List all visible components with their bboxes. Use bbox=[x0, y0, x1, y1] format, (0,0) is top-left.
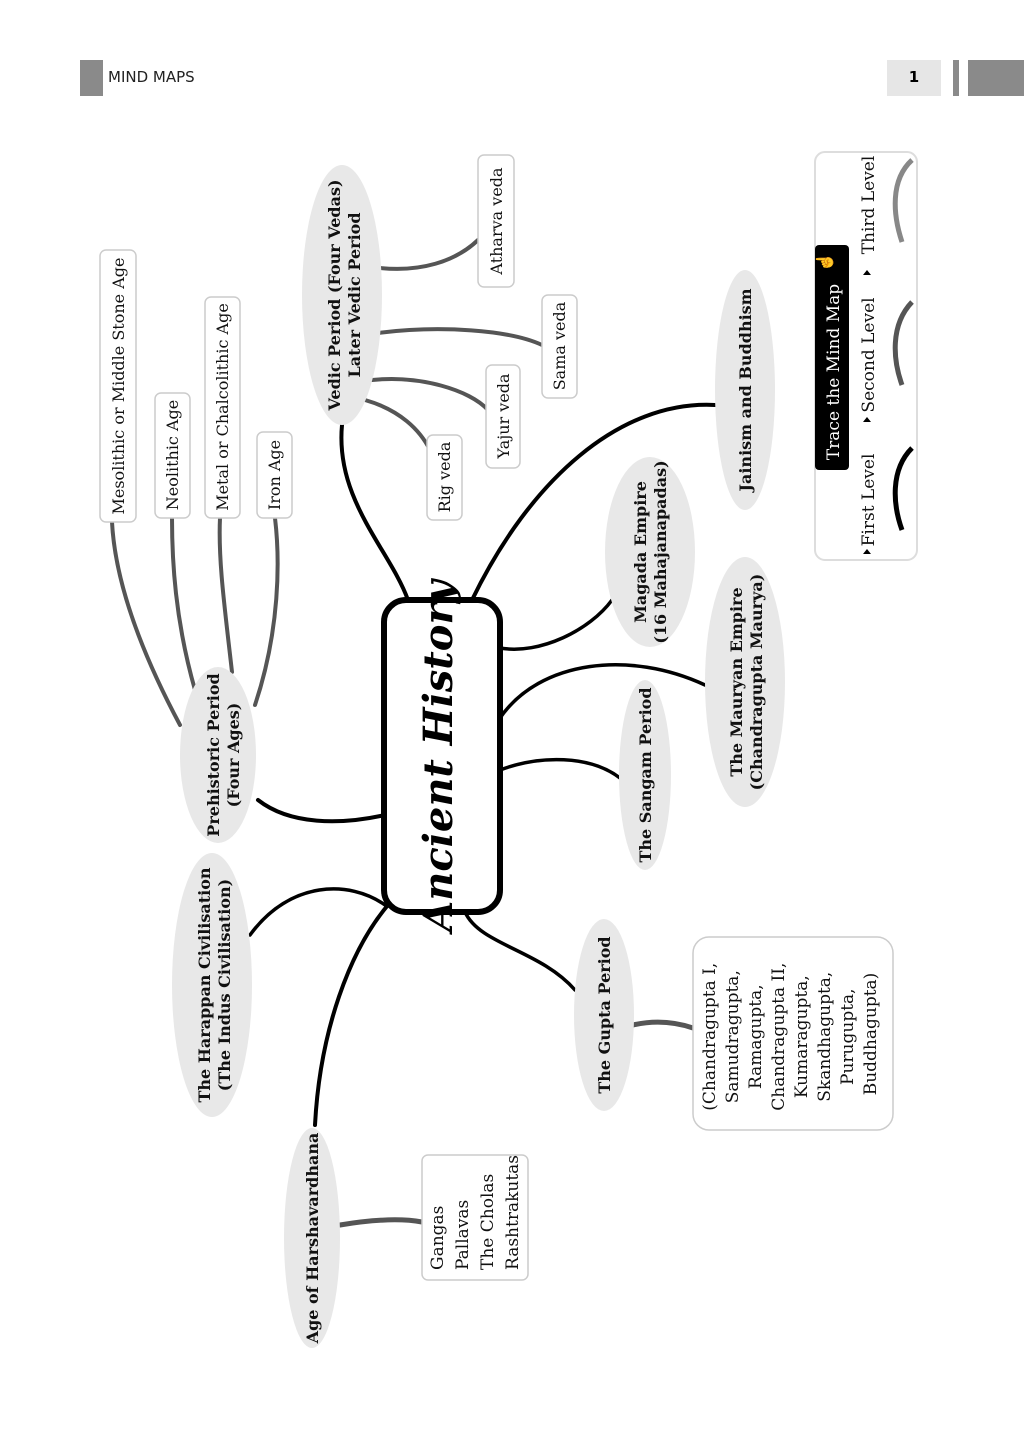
page-number-box bbox=[887, 60, 941, 96]
svg-text:Neolithic Age: Neolithic Age bbox=[163, 400, 182, 511]
branch-harshavardhana: Age of Harshavardhana bbox=[284, 1128, 340, 1348]
leaf-sama-veda: Sama veda bbox=[541, 294, 578, 399]
pointing-hand-icon: ☝ bbox=[815, 252, 834, 272]
svg-text:Age of Harshavardhana: Age of Harshavardhana bbox=[303, 1133, 322, 1345]
svg-text:The Mauryan Empire(Chandragupt: The Mauryan Empire(Chandragupta Maurya) bbox=[727, 574, 766, 791]
svg-text:Iron Age: Iron Age bbox=[265, 440, 284, 510]
leaf-atharva-veda: Atharva veda bbox=[477, 154, 515, 288]
svg-text:The Harappan Civilisation(The: The Harappan Civilisation(The Indus Civi… bbox=[195, 867, 234, 1102]
svg-text:Yajur veda: Yajur veda bbox=[494, 373, 513, 460]
legend-third-level-swatch bbox=[892, 158, 914, 243]
svg-text:Mesolithic or Middle Stone Age: Mesolithic or Middle Stone Age bbox=[109, 258, 128, 515]
legend: Trace the Mind Map ☝ First Level Second … bbox=[814, 151, 918, 561]
svg-text:Jainism and Buddhism: Jainism and Buddhism bbox=[736, 288, 755, 493]
legend-first-level-swatch bbox=[892, 446, 914, 531]
legend-second-level: Second Level bbox=[859, 297, 879, 412]
svg-text:The Sangam Period: The Sangam Period bbox=[636, 687, 655, 862]
legend-second-level-swatch bbox=[892, 300, 914, 386]
svg-text:Atharva veda: Atharva veda bbox=[487, 167, 506, 276]
second-level-connectors bbox=[110, 238, 696, 1228]
branch-sangam: The Sangam Period bbox=[619, 680, 671, 870]
branch-magada: Magada Empire(16 Mahajanapadas) bbox=[605, 457, 695, 647]
header-bar bbox=[80, 60, 103, 96]
svg-text:Vedic Period (Four Vedas)Later: Vedic Period (Four Vedas)Later Vedic Per… bbox=[325, 179, 364, 411]
leaf-gupta-rulers: (Chandragupta I, Samudragupta, Ramagupta… bbox=[692, 936, 894, 1131]
page-number: 1 bbox=[908, 68, 920, 86]
svg-text:Metal or Chalcolithic Age: Metal or Chalcolithic Age bbox=[213, 303, 232, 511]
header-accent bbox=[953, 60, 959, 96]
svg-text:Rig veda: Rig veda bbox=[435, 441, 454, 512]
triangle-icon bbox=[863, 417, 871, 422]
legend-third-level: Third Level bbox=[859, 156, 879, 255]
legend-title-bg bbox=[815, 245, 849, 470]
leaf-metal: Metal or Chalcolithic Age bbox=[204, 296, 241, 519]
branch-vedic: Vedic Period (Four Vedas)Later Vedic Per… bbox=[302, 165, 382, 425]
svg-text:Gangas Pallavas Th: Gangas Pallavas The Cholas Rashtrakutas bbox=[428, 1155, 523, 1270]
branch-mauryan: The Mauryan Empire(Chandragupta Maurya) bbox=[705, 557, 785, 807]
central-node bbox=[381, 597, 503, 915]
branch-harappan: The Harappan Civilisation(The Indus Civi… bbox=[172, 853, 252, 1117]
svg-text:The Gupta Period: The Gupta Period bbox=[595, 936, 614, 1093]
leaf-yajur-veda: Yajur veda bbox=[485, 364, 521, 469]
svg-text:(Chandragupta I, Samudra: (Chandragupta I, Samudragupta, Ramagupta… bbox=[700, 957, 881, 1111]
legend-first-level: First Level bbox=[859, 454, 879, 547]
leaf-iron: Iron Age bbox=[256, 431, 293, 519]
triangle-icon bbox=[863, 270, 871, 275]
svg-text:Prehistoric Period(Four Ages): Prehistoric Period(Four Ages) bbox=[204, 673, 243, 836]
leaf-mesolithic: Mesolithic or Middle Stone Age bbox=[99, 249, 137, 523]
first-level-connectors bbox=[248, 402, 717, 1127]
header-title: MIND MAPS bbox=[108, 68, 195, 86]
svg-text:Magada Empire(16 Mahajanapadas: Magada Empire(16 Mahajanapadas) bbox=[631, 460, 670, 643]
branch-prehistoric: Prehistoric Period(Four Ages) bbox=[180, 667, 256, 843]
leaf-harsha-dynasties: Gangas Pallavas The Cholas Rashtrakutas bbox=[421, 1154, 529, 1281]
legend-title: Trace the Mind Map bbox=[824, 284, 844, 460]
leaf-neolithic: Neolithic Age bbox=[154, 392, 191, 519]
branch-gupta: The Gupta Period bbox=[574, 919, 634, 1111]
triangle-icon bbox=[863, 549, 871, 554]
central-title: Ancient History bbox=[415, 577, 462, 935]
svg-text:Sama veda: Sama veda bbox=[550, 301, 569, 390]
branch-jainism: Jainism and Buddhism bbox=[715, 270, 775, 510]
header-accent-block bbox=[968, 60, 1024, 96]
leaf-rig-veda: Rig veda bbox=[426, 434, 463, 521]
